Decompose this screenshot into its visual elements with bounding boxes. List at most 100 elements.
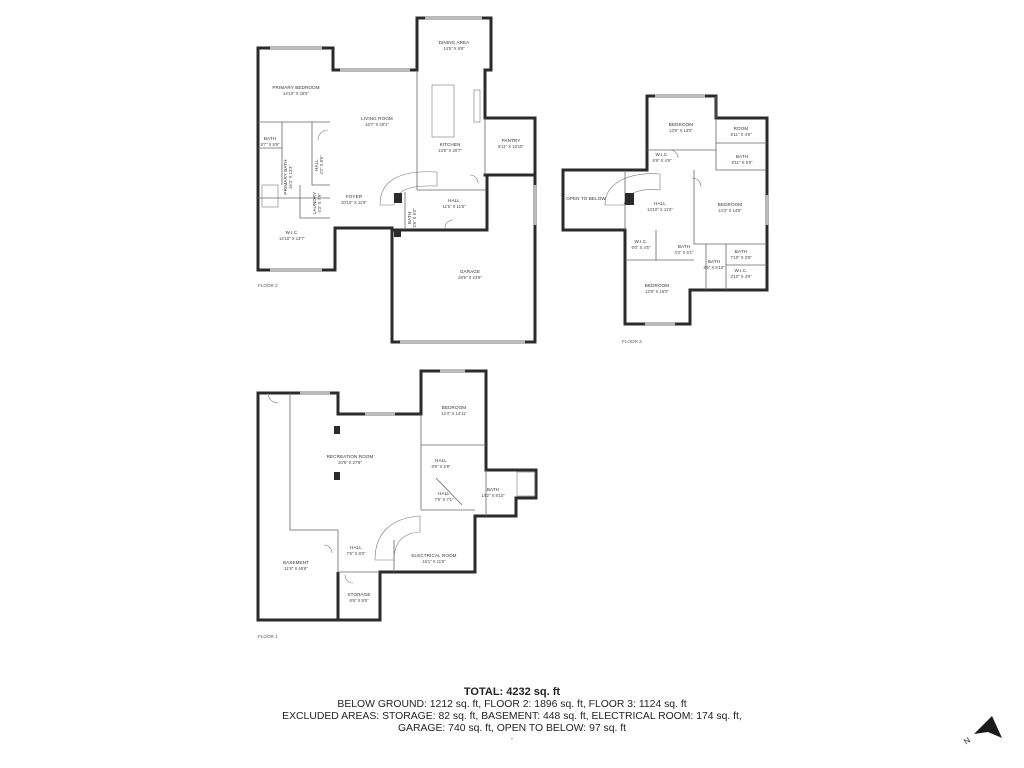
room-dimensions: 8'9" X 6'8"	[431, 464, 451, 469]
room-name: W.I.C.	[734, 268, 747, 273]
floor-3-door-2	[669, 149, 679, 159]
separator-dash: -	[510, 734, 514, 743]
floor-label: FLOOR 2	[258, 283, 278, 288]
floor-label: FLOOR 1	[258, 634, 278, 639]
room-dimensions: 11'9" X 45'8"	[284, 566, 308, 571]
room-name: W.I.C.	[285, 230, 298, 235]
room-name: HALL	[350, 545, 362, 550]
room-dimensions: 8'11" X 4'6"	[730, 132, 752, 137]
room-name: PANTRY	[502, 138, 521, 143]
room-name: HALL	[435, 458, 447, 463]
room-dimensions: 4'2" X 6'1"	[674, 250, 694, 255]
room-name: BASEMENT	[283, 560, 309, 565]
floor-3-door-1	[691, 177, 702, 188]
floor-1-interior-1	[289, 393, 339, 572]
area-summary: TOTAL: 4232 sq. ft BELOW GROUND: 1212 sq…	[212, 686, 812, 743]
room-name: BATH	[264, 136, 276, 141]
room-dimensions: 20'8" X 27'8"	[338, 460, 362, 465]
floor-2-staircase	[379, 171, 438, 206]
floor-2-interior-6	[299, 185, 330, 219]
room-name: BATH	[407, 212, 412, 224]
room-dimensions: 12'9" X 15'0"	[645, 289, 669, 294]
floor-2-column	[394, 193, 402, 203]
room-dimensions: 6'3" X 7'9"	[317, 193, 322, 213]
floor-3-interior-2	[715, 96, 767, 171]
room-dimensions: 5'7" X 5'9"	[260, 142, 280, 147]
room-dimensions: 4'2" X 8'6"	[319, 155, 324, 175]
total-area: TOTAL: 4232 sq. ft	[463, 686, 561, 698]
floor-1-interior-5	[435, 477, 463, 506]
north-letter: N	[962, 735, 972, 746]
room-name: GARAGE	[460, 269, 480, 274]
room-name: BEDROOM	[669, 122, 694, 127]
room-name: HALL	[438, 491, 450, 496]
room-name: LIVING ROOM	[361, 116, 393, 121]
floor-1-door-2	[323, 544, 333, 554]
room-name: PRIMARY BATH	[283, 159, 288, 194]
floor-3-interior-5	[693, 170, 767, 245]
area-breakdown: BELOW GROUND: 1212 sq. ft, FLOOR 2: 1896…	[337, 699, 687, 710]
floor-2-door-3	[469, 174, 479, 184]
room-name: BATH	[735, 249, 747, 254]
room-dimensions: 11'5" X 11'5"	[442, 204, 466, 209]
floor-2-door-1	[317, 129, 329, 141]
room-dimensions: 13'5" X 13'0"	[669, 128, 693, 133]
room-dimensions: 16'3" X 13'3"	[288, 165, 293, 189]
floor-1-plan: BEDROOM 12'4" X 14'11" RECREATION ROOM 2…	[256, 369, 538, 639]
room-dimensions: 14'3" X 14'6"	[718, 208, 742, 213]
floor-3-column	[625, 193, 634, 205]
room-name: BATH	[678, 244, 690, 249]
floor-2-column-2	[394, 230, 401, 237]
room-name: STORAGE	[347, 592, 370, 597]
room-dimensions: 14'10" X 13'7"	[279, 236, 306, 241]
room-dimensions: 3'5" X 8'10"	[703, 265, 725, 270]
room-name: ELECTRICAL ROOM	[411, 553, 456, 558]
room-dimensions: 13'5" X 20'7"	[438, 148, 462, 153]
room-dimensions: 7'10" X 3'9"	[730, 255, 752, 260]
room-dimensions: 14'2" X 8'10"	[481, 493, 505, 498]
room-dimensions: 28'5" X 23'9"	[458, 275, 482, 280]
room-dimensions: 5'8" X 5'0"	[412, 208, 417, 228]
room-name: ROOM	[734, 126, 749, 131]
room-name: BEDROOM	[442, 405, 467, 410]
room-name: HALL	[448, 198, 460, 203]
room-name: LAUNDRY	[312, 192, 317, 215]
room-name: BEDROOM	[645, 283, 670, 288]
room-name: W.I.C.	[634, 239, 647, 244]
kitchen-counter	[473, 89, 481, 123]
room-name: BATH	[708, 259, 720, 264]
room-dimensions: 5'9" X 4'9"	[652, 158, 672, 163]
room-name: OPEN TO BELOW	[566, 196, 606, 201]
room-dimensions: 16'1" X 11'5"	[422, 559, 446, 564]
floor-1-door-1	[267, 392, 279, 404]
room-name: HALL	[654, 201, 666, 206]
floor-1-door-3	[344, 574, 354, 584]
floor-1-shower	[516, 471, 536, 497]
room-name: BATH	[736, 154, 748, 159]
floor-1-column-2	[334, 472, 340, 480]
room-dimensions: 8'6" X 9'5"	[349, 598, 369, 603]
floor-1-column-1	[334, 426, 340, 434]
room-dimensions: 7'9" X 7'1"	[434, 497, 454, 502]
room-dimensions: 20'10" X 11'9"	[341, 200, 367, 205]
room-name: PRIMARY BEDROOM	[272, 85, 319, 90]
room-dimensions: 12'4" X 14'11"	[441, 411, 467, 416]
floor-label: FLOOR 3	[622, 339, 642, 344]
room-dimensions: 3'10" X 4'9"	[730, 274, 752, 279]
floor-2-interior-5	[311, 122, 330, 186]
room-dimensions: 7'6" X 8'0"	[346, 551, 366, 556]
north-arrow-icon	[974, 716, 1002, 738]
room-name: KITCHEN	[440, 142, 461, 147]
room-name: FOYER	[346, 194, 363, 199]
north-arrow-icon: N	[962, 716, 1002, 746]
room-dimensions: 6'0" X 4'5"	[631, 245, 651, 250]
room-dimensions: 9'11" X 5'5"	[731, 160, 753, 165]
room-name: W.I.C.	[655, 152, 668, 157]
room-dimensions: 14'5" X 9'8"	[443, 46, 465, 51]
kitchen-island	[431, 84, 455, 138]
floor-2-tub	[261, 184, 279, 208]
room-dimensions: 14'10" X 18'5"	[283, 91, 310, 96]
room-name: BATH	[487, 487, 499, 492]
